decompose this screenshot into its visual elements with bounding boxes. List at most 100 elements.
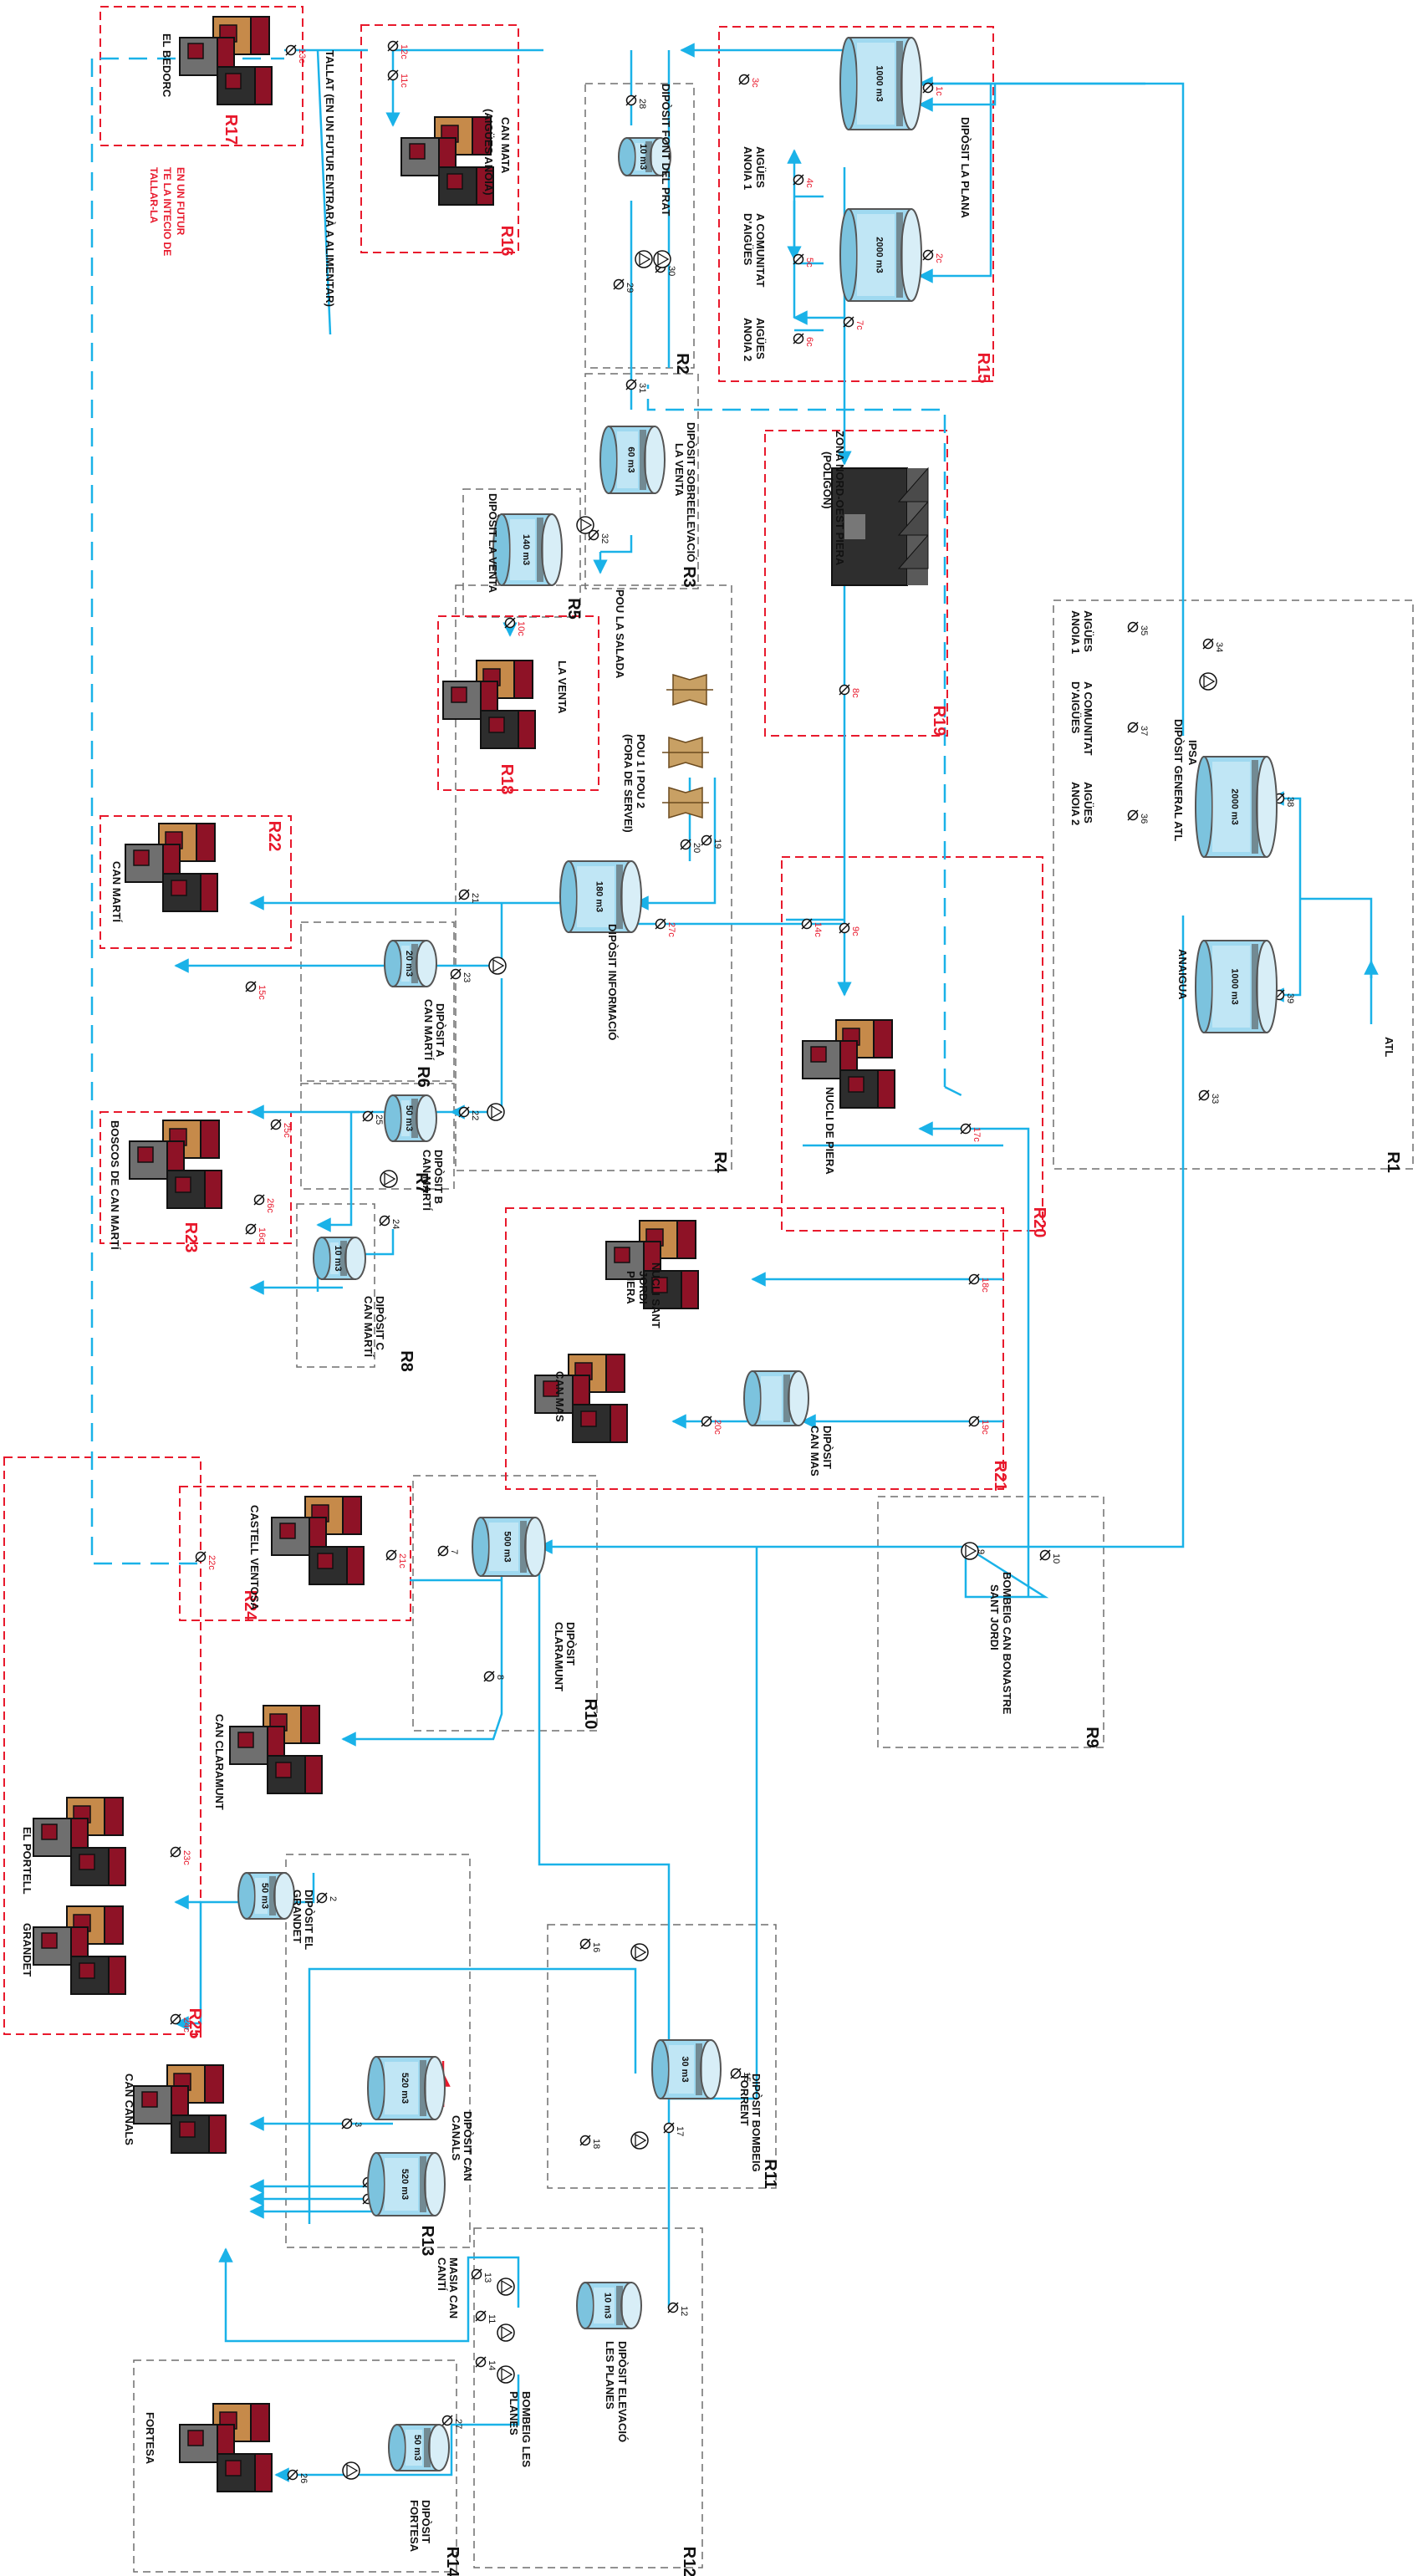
meter-icon: 5c: [793, 254, 814, 268]
house-side: [514, 661, 533, 698]
meter-label: 14: [487, 2360, 497, 2370]
tank-ring: [1252, 760, 1258, 854]
node-label: DIPÒSIT C: [374, 1296, 386, 1351]
meter-label: 25c: [282, 1123, 292, 1138]
pipe-line: [1300, 899, 1371, 978]
node-label: BOMBEIG CAN BONASTRE: [1001, 1572, 1013, 1715]
node-label: DIPÒSIT INFORMACIÓ: [606, 924, 619, 1040]
house-window: [79, 1963, 94, 1978]
meter-label: 34: [1214, 642, 1224, 652]
node-label: AIGÜES: [1082, 782, 1094, 824]
meter-label: 16: [591, 1942, 601, 1952]
node-label: CAN MAS: [553, 1371, 566, 1422]
tank-cap: [788, 1371, 808, 1426]
pipe-line: [794, 167, 844, 318]
well-icon: [662, 737, 709, 768]
house-side: [109, 1956, 125, 1994]
meter-icon: 28: [626, 95, 647, 109]
node-label: CAN MATA: [499, 117, 512, 174]
region-label-r12: R12: [680, 2547, 698, 2576]
node-label: BOMBEIG LES: [520, 2391, 533, 2467]
node-label: IPSA: [1186, 740, 1199, 766]
node-label: CAN MAS: [808, 1426, 821, 1477]
house-side: [251, 17, 269, 54]
node-label: DIPÒSIT FONT DEL PRAT: [660, 84, 672, 216]
tank-icon: 10 m3: [577, 2283, 641, 2329]
node-label: DIPÒSIT LA PLANA: [959, 117, 972, 218]
tank-ring: [420, 2060, 426, 2116]
tank-capacity: 1000 m3: [875, 65, 885, 101]
pipe-line: [393, 50, 543, 125]
node-label: TALLAR-LA: [148, 167, 160, 223]
meter-icon: 2: [317, 1893, 338, 1903]
house-side: [301, 1706, 319, 1743]
node-label: D'AIGÜES: [1069, 681, 1082, 734]
tank-icon: 2000 m3: [1196, 757, 1277, 857]
tank-capacity: 50 m3: [260, 1883, 270, 1909]
house-side: [205, 1171, 222, 1208]
tank-capacity: 500 m3: [502, 1531, 513, 1562]
meter-label: 1c: [934, 86, 944, 96]
node-label: FORTESA: [408, 2500, 421, 2553]
tank-capacity: 30 m3: [680, 2056, 690, 2082]
meter-label: 12c: [399, 44, 409, 59]
meter-icon: 16c: [246, 1224, 267, 1242]
node-label: DIPÒSIT: [420, 2500, 432, 2543]
tank-capacity: 520 m3: [400, 2169, 410, 2200]
meter-icon: 22: [459, 1107, 480, 1120]
node-label: CAN MARTÍ: [421, 1150, 433, 1211]
house-side: [201, 874, 217, 911]
pump-icon: [497, 2366, 514, 2383]
meter-label: 2c: [934, 253, 944, 263]
meter-label: 27: [453, 2419, 463, 2429]
tank-base: [472, 1518, 489, 1576]
meter-label: 18c: [980, 1278, 990, 1293]
node-label: SANT JORDI: [988, 1584, 1001, 1650]
meter-icon: 17: [664, 2123, 685, 2136]
node-label: PLANES: [508, 2391, 520, 2436]
region-label-r19: R19: [930, 706, 948, 737]
region-label-r8: R8: [397, 1350, 416, 1372]
node-label: ANOIA 2: [742, 318, 754, 361]
node-label: CAN MARTÍ: [422, 999, 435, 1060]
tank-ring: [420, 2156, 426, 2212]
meter-icon: 27c: [655, 919, 676, 937]
meter-icon: 27: [442, 2415, 463, 2429]
house-side: [201, 1120, 219, 1158]
house-window: [276, 1762, 291, 1778]
house-side: [205, 2065, 223, 2103]
tank-ring: [640, 430, 646, 490]
tank-capacity: 520 m3: [400, 2073, 410, 2104]
node-label: NUCLI SANT: [650, 1262, 662, 1329]
region-label-r5: R5: [564, 598, 583, 620]
tank-base: [560, 861, 577, 932]
tank-icon: 50 m3: [385, 1095, 436, 1141]
meter-icon: 23c: [171, 1847, 191, 1865]
meter-icon: 34: [1203, 639, 1224, 652]
tank-base: [744, 1371, 761, 1426]
tank-cap: [542, 514, 562, 585]
meter-icon: 36: [1128, 810, 1149, 824]
house-window: [176, 1177, 191, 1192]
tank-base: [840, 38, 857, 130]
meter-label: 11c: [399, 74, 409, 88]
region-label-r9: R9: [1083, 1727, 1101, 1748]
tank-base: [238, 1873, 255, 1919]
pipe-line: [966, 916, 1183, 1547]
tank-capacity: 2000 m3: [875, 237, 885, 273]
house-window: [171, 880, 186, 895]
meter-label: 13: [482, 2272, 492, 2283]
meter-icon: 20: [681, 839, 701, 853]
meter-icon: 26: [288, 2470, 309, 2483]
meter-icon: 22c: [196, 1552, 217, 1570]
pipe-line: [920, 84, 991, 276]
node-label: ATL: [1383, 1037, 1395, 1057]
meter-icon: 12: [668, 2303, 689, 2316]
tank-ring: [696, 2043, 702, 2095]
house-side: [343, 1497, 361, 1534]
house-side: [105, 1798, 123, 1835]
node-label: TORRENT: [738, 2074, 751, 2126]
tank-icon: 1000 m3: [1196, 941, 1277, 1033]
meter-icon: 16: [580, 1939, 601, 1952]
node-label: POU 1 I POU 2: [635, 734, 647, 809]
